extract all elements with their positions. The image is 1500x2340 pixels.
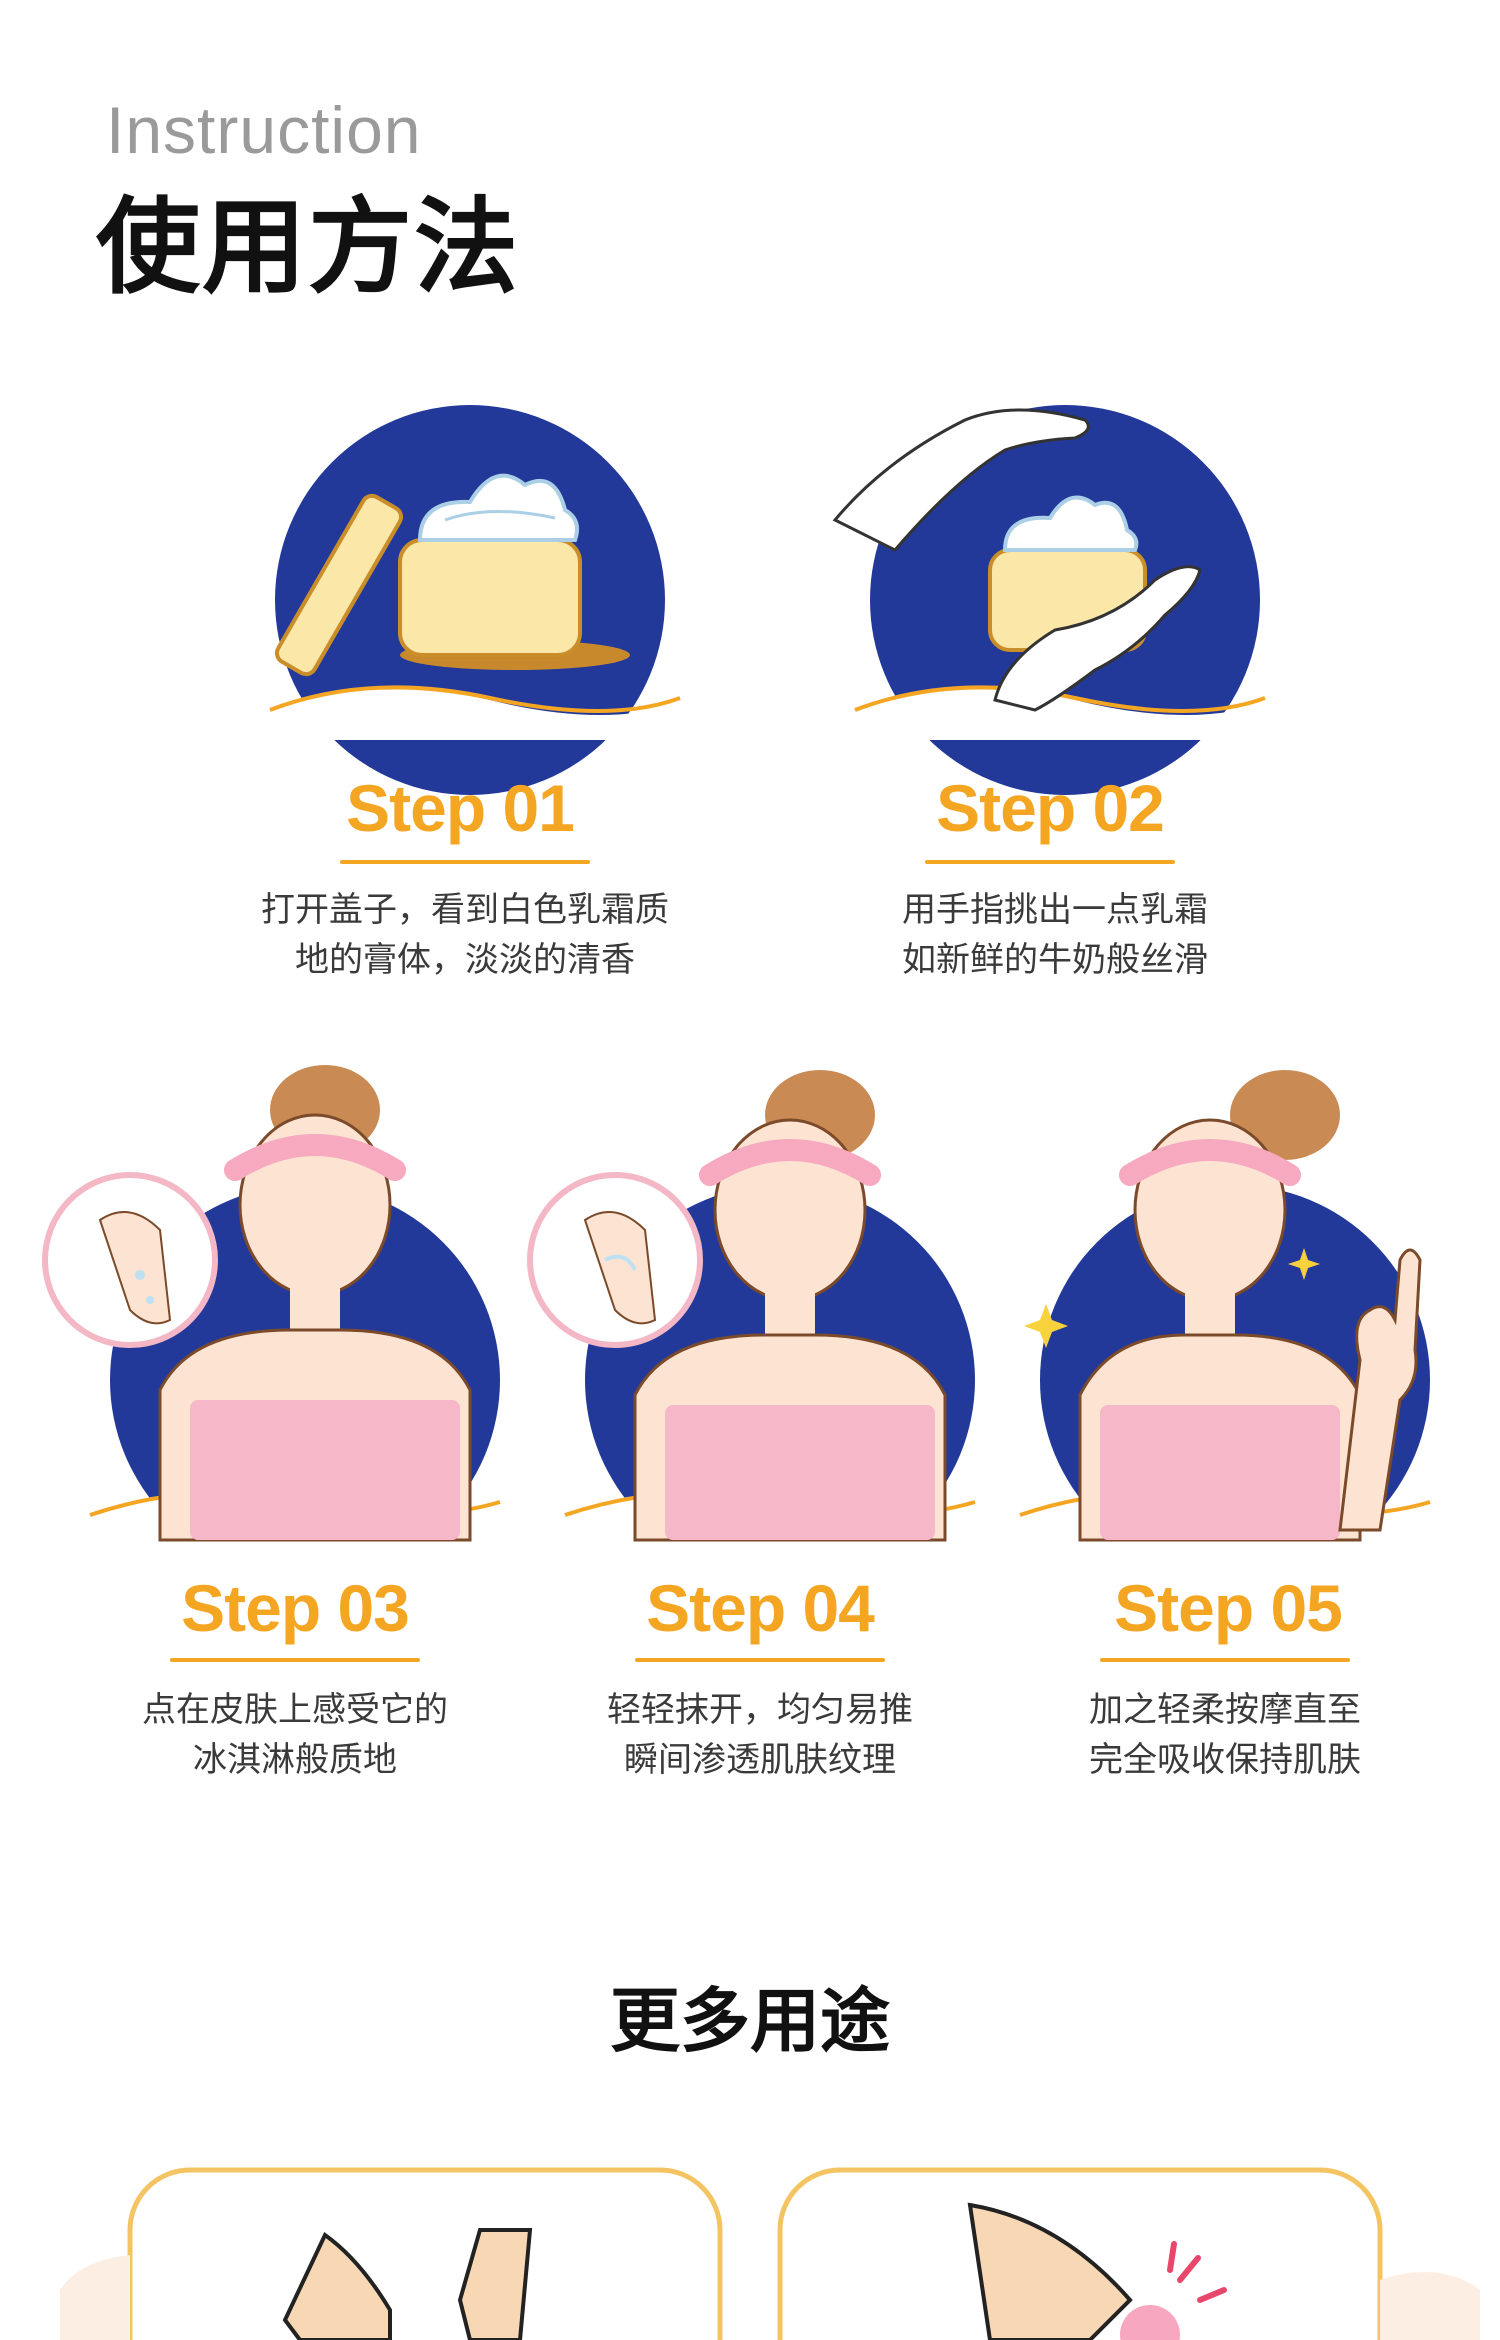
page-title: 使用方法 — [96, 186, 521, 308]
step-02-label: Step 02 — [936, 771, 1165, 845]
step-05-description: 加之轻柔按摩直至 完全吸收保持肌肤 — [1089, 1690, 1361, 1780]
headband-3 — [224, 1134, 406, 1181]
arm-illustration-left — [282, 2231, 392, 2340]
arm-illustration-right — [967, 2202, 1133, 2340]
step-04-description: 轻轻抹开，均匀易推 瞬间渗透肌肤纹理 — [607, 1690, 913, 1780]
step-01-description: 打开盖子，看到白色乳霜质 地的膏体，淡淡的清香 — [261, 890, 669, 980]
step-03-divider — [170, 1658, 420, 1662]
lower-hand — [993, 565, 1202, 712]
step-01-label: Step 01 — [346, 771, 575, 845]
cream-swirl-2 — [1002, 495, 1139, 552]
step-04-illustration — [527, 1070, 995, 1580]
step-03-label: Step 03 — [181, 1571, 410, 1645]
ok-hand — [1338, 1248, 1422, 1532]
step-02-description: 用手指挑出一点乳霜 如新鲜的牛奶般丝滑 — [902, 890, 1208, 980]
towel-4 — [665, 1405, 935, 1540]
sparkle-icon-2 — [1288, 1248, 1320, 1280]
step-05-label: Step 05 — [1114, 1571, 1343, 1645]
towel-5 — [1100, 1405, 1340, 1540]
step-04-label: Step 04 — [646, 1571, 875, 1645]
step-05-illustration — [1000, 1070, 1450, 1580]
step-02-divider — [925, 860, 1175, 864]
headband-5 — [1119, 1139, 1301, 1186]
headband-4 — [699, 1139, 881, 1186]
more-uses-card-right — [777, 2167, 1480, 2340]
jar-lid — [274, 493, 404, 677]
jar-body — [398, 538, 582, 657]
sparkle-icon-1 — [1024, 1304, 1068, 1348]
step-03-description: 点在皮肤上感受它的 冰淇淋般质地 — [142, 1690, 448, 1780]
step-03-illustration — [42, 1065, 520, 1580]
step-02-wave — [845, 687, 1275, 740]
upper-hand — [832, 408, 1090, 552]
step-05-divider — [1100, 1658, 1350, 1662]
instruction-subtitle: Instruction — [106, 93, 422, 167]
step-01-wave — [260, 687, 690, 740]
step-01-illustration — [260, 405, 690, 795]
step-02-illustration — [832, 405, 1275, 795]
step-04-divider — [635, 1658, 885, 1662]
more-uses-title: 更多用途 — [610, 1980, 890, 2062]
cream-swirl — [417, 473, 579, 542]
more-uses-card-left — [60, 2167, 723, 2340]
step-01-divider — [340, 860, 590, 864]
hair-bun-5 — [1230, 1070, 1340, 1160]
towel-3 — [190, 1400, 460, 1540]
